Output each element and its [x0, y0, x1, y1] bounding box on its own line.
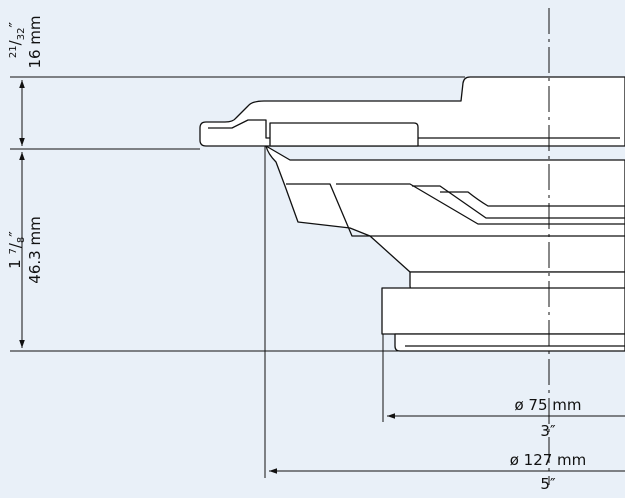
- magnet-diameter-metric: ø 75 mm: [514, 396, 581, 414]
- speaker-profile: [199, 76, 625, 352]
- flange-height-numerator: 21: [8, 45, 19, 58]
- motor-collar: [409, 271, 625, 291]
- flange-height-dimension: 16 mm 21/32″: [6, 15, 44, 146]
- frame-diameter-metric: ø 127 mm: [510, 451, 587, 469]
- extension-lines: [264, 146, 384, 478]
- gasket-rim: [269, 122, 419, 147]
- magnet-diameter-dimension: ø 75 mm 3″: [387, 396, 625, 440]
- dustcap-edge: [440, 191, 625, 207]
- mount-depth-dimension: 46.3 mm 1 7/8″: [6, 152, 44, 348]
- frame-diameter-dimension: ø 127 mm 5″: [269, 451, 625, 493]
- cone-line-inner: [412, 185, 625, 219]
- mount-depth-numerator: 7: [8, 248, 19, 254]
- mount-depth-metric: 46.3 mm: [26, 216, 44, 283]
- magnet-block: [381, 287, 625, 335]
- back-plate: [394, 333, 625, 352]
- flange-height-denominator: 32: [16, 28, 27, 41]
- svg-text:1 7/8″: 1 7/8″: [6, 231, 27, 269]
- cone-line-outer: [286, 183, 625, 237]
- flange-height-imperial: 21/32″: [6, 22, 27, 59]
- mount-depth-whole: 1: [6, 259, 24, 269]
- mount-depth-imperial: 1 7/8″: [6, 231, 27, 269]
- frame-diameter-imperial: 5″: [540, 475, 556, 493]
- svg-text:21/32″: 21/32″: [6, 22, 27, 59]
- cone-line-mid: [336, 183, 625, 225]
- basket-body: [265, 145, 625, 273]
- flange-height-metric: 16 mm: [26, 15, 44, 68]
- magnet-diameter-imperial: 3″: [540, 422, 556, 440]
- mount-depth-denominator: 8: [16, 237, 27, 243]
